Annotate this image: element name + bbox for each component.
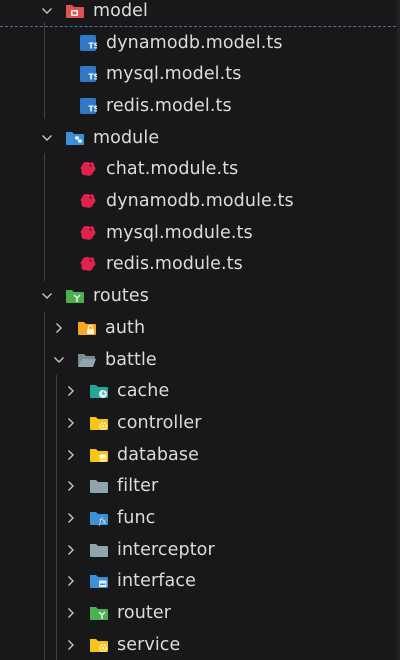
folder-module-icon — [65, 129, 85, 147]
tree-item-label: filter — [117, 476, 159, 497]
folder-cache-icon — [89, 382, 109, 400]
chevron-right-icon[interactable] — [65, 512, 77, 524]
folder-routes-icon — [65, 287, 85, 305]
nestjs-icon — [78, 192, 98, 210]
folder-icon — [89, 541, 109, 559]
tree-folder-router[interactable]: router — [0, 597, 396, 629]
folder-router-icon — [89, 604, 109, 622]
typescript-file-icon: TS — [78, 65, 98, 83]
tree-folder-auth[interactable]: auth — [0, 312, 396, 344]
tree-folder-model[interactable]: model — [0, 0, 396, 27]
nestjs-icon — [78, 224, 98, 242]
tree-item-label: cache — [117, 381, 170, 402]
tree-item-label: mysql.model.ts — [106, 64, 242, 85]
tree-folder-filter[interactable]: filter — [0, 471, 396, 503]
tree-item-label: redis.module.ts — [106, 254, 243, 275]
tree-item-label: dynamodb.model.ts — [106, 32, 283, 53]
folder-interface-icon — [89, 572, 109, 590]
folder-open-icon — [77, 351, 97, 369]
svg-text:fx: fx — [98, 517, 107, 526]
folder-model-icon — [65, 2, 85, 20]
folder-service-icon — [89, 636, 109, 654]
indent-guide — [56, 375, 57, 660]
chevron-down-icon[interactable] — [41, 5, 53, 17]
tree-item-label: battle — [105, 349, 157, 370]
chevron-right-icon[interactable] — [65, 575, 77, 587]
svg-text:TS: TS — [89, 104, 98, 113]
tree-folder-controller[interactable]: controller — [0, 407, 396, 439]
tree-folder-routes[interactable]: routes — [0, 280, 396, 312]
scrollbar-track[interactable] — [397, 0, 400, 660]
tree-item-label: interface — [117, 571, 196, 592]
nestjs-icon — [78, 255, 98, 273]
svg-text:TS: TS — [89, 73, 98, 82]
tree-folder-cache[interactable]: cache — [0, 375, 396, 407]
folder-func-icon: fx — [89, 509, 109, 527]
tree-file-redis-model[interactable]: TS redis.model.ts — [0, 90, 396, 122]
svg-text:TS: TS — [89, 41, 98, 50]
folder-icon — [89, 477, 109, 495]
chevron-right-icon[interactable] — [65, 385, 77, 397]
folder-controller-icon — [89, 414, 109, 432]
tree-item-label: router — [117, 603, 172, 624]
tree-folder-module[interactable]: module — [0, 122, 396, 154]
tree-item-label: module — [93, 127, 160, 148]
tree-item-label: func — [117, 508, 156, 529]
indent-guide — [44, 22, 45, 119]
chevron-right-icon[interactable] — [65, 639, 77, 651]
tree-item-label: dynamodb.module.ts — [106, 191, 294, 212]
chevron-right-icon[interactable] — [65, 544, 77, 556]
tree-file-chat-module[interactable]: chat.module.ts — [0, 154, 396, 186]
tree-file-mysql-model[interactable]: TS mysql.model.ts — [0, 58, 396, 90]
tree-item-label: auth — [105, 317, 146, 338]
chevron-down-icon[interactable] — [53, 354, 65, 366]
tree-folder-func[interactable]: fx func — [0, 502, 396, 534]
tree-file-mysql-module[interactable]: mysql.module.ts — [0, 217, 396, 249]
tree-item-label: model — [93, 0, 148, 21]
chevron-right-icon[interactable] — [65, 607, 77, 619]
indent-guide — [44, 153, 45, 281]
indent-guide — [44, 312, 45, 660]
tree-folder-interface[interactable]: interface — [0, 566, 396, 598]
chevron-right-icon[interactable] — [65, 480, 77, 492]
tree-folder-battle[interactable]: battle — [0, 344, 396, 376]
typescript-file-icon: TS — [78, 34, 98, 52]
chevron-down-icon[interactable] — [41, 290, 53, 302]
tree-item-label: interceptor — [117, 539, 215, 560]
chevron-right-icon[interactable] — [65, 417, 77, 429]
chevron-right-icon[interactable] — [65, 449, 77, 461]
folder-auth-icon — [77, 319, 97, 337]
chevron-down-icon[interactable] — [41, 132, 53, 144]
chevron-right-icon[interactable] — [53, 322, 65, 334]
tree-item-label: routes — [93, 286, 149, 307]
tree-folder-database[interactable]: database — [0, 439, 396, 471]
nestjs-icon — [78, 160, 98, 178]
tree-folder-interceptor[interactable]: interceptor — [0, 534, 396, 566]
tree-item-label: database — [117, 444, 199, 465]
tree-item-label: controller — [117, 412, 202, 433]
typescript-file-icon: TS — [78, 97, 98, 115]
tree-item-label: chat.module.ts — [106, 159, 239, 180]
tree-file-dynamodb-module[interactable]: dynamodb.module.ts — [0, 185, 396, 217]
folder-database-icon — [89, 446, 109, 464]
tree-item-label: redis.model.ts — [106, 95, 232, 116]
tree-item-label: service — [117, 634, 181, 655]
tree-file-dynamodb-model[interactable]: TS dynamodb.model.ts — [0, 27, 396, 59]
tree-item-label: mysql.module.ts — [106, 222, 253, 243]
tree-folder-service[interactable]: service — [0, 629, 396, 660]
tree-file-redis-module[interactable]: redis.module.ts — [0, 249, 396, 281]
